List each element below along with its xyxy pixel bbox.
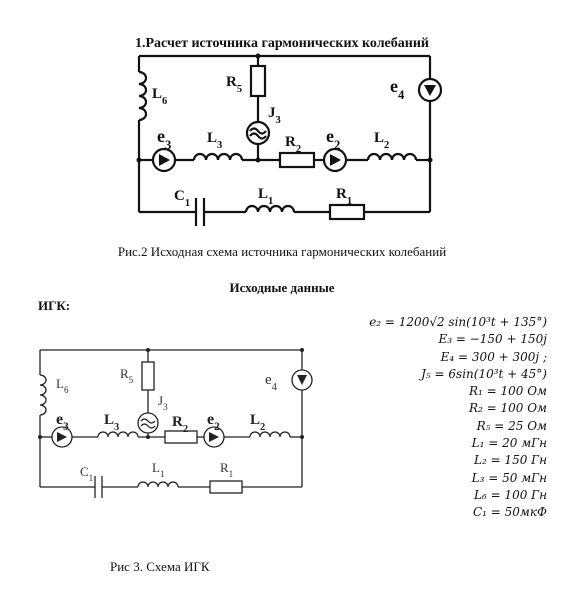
igk-label-L2: L2 xyxy=(250,412,265,433)
param-R5: R₅ = 25 Ом xyxy=(476,418,547,433)
param-R2: R₂ = 100 Ом xyxy=(468,401,547,416)
param-C1: C₁ = 50мкФ xyxy=(472,505,547,520)
param-J5: J₅ = 6sin(10³t + 45°) xyxy=(421,366,547,381)
igk-label: ИГК: xyxy=(38,298,71,313)
igk-label-R5: R5 xyxy=(120,366,134,385)
igk-label-R1: R1 xyxy=(220,460,233,479)
page-title: 1.Расчет источника гармонических колебан… xyxy=(135,36,429,51)
param-L2: L₂ = 150 Гн xyxy=(473,453,547,468)
param-L3: L₃ = 50 мГн xyxy=(471,470,547,485)
section-heading: Исходные данные xyxy=(229,280,335,295)
igk-label-L6: L6 xyxy=(56,376,69,395)
figure-caption-igk: Рис 3. Схема ИГК xyxy=(110,559,210,574)
param-R1: R₁ = 100 Ом xyxy=(468,384,547,399)
igk-label-L1: L1 xyxy=(152,460,165,479)
igk-label-e3: e3 xyxy=(56,411,69,433)
param-L1: L₁ = 20 мГн xyxy=(471,436,547,451)
parameter-list: e₂ = 1200√2 sin(10³t + 135°) E₃ = −150 +… xyxy=(300,314,547,522)
igk-label-J3: J3 xyxy=(158,393,168,412)
figure-caption-main: Рис.2 Исходная схема источника гармониче… xyxy=(117,244,447,259)
param-E4: E₄ = 300 + 300j ; xyxy=(440,349,547,364)
param-e2: e₂ = 1200√2 sin(10³t + 135°) xyxy=(369,315,547,329)
igk-label-L3: L3 xyxy=(104,412,119,433)
param-L6: L₆ = 100 Гн xyxy=(473,487,547,502)
igk-label-e2: e2 xyxy=(207,411,220,433)
param-E3: E₃ = −150 + 150j xyxy=(438,332,547,347)
circuit-diagram-main: L6 R5 J3 e4 e3 L3 R2 e2 L2 C1 L1 R1 xyxy=(136,53,443,226)
igk-label-C1: C1 xyxy=(80,464,93,483)
igk-label-e4: e4 xyxy=(265,372,278,393)
